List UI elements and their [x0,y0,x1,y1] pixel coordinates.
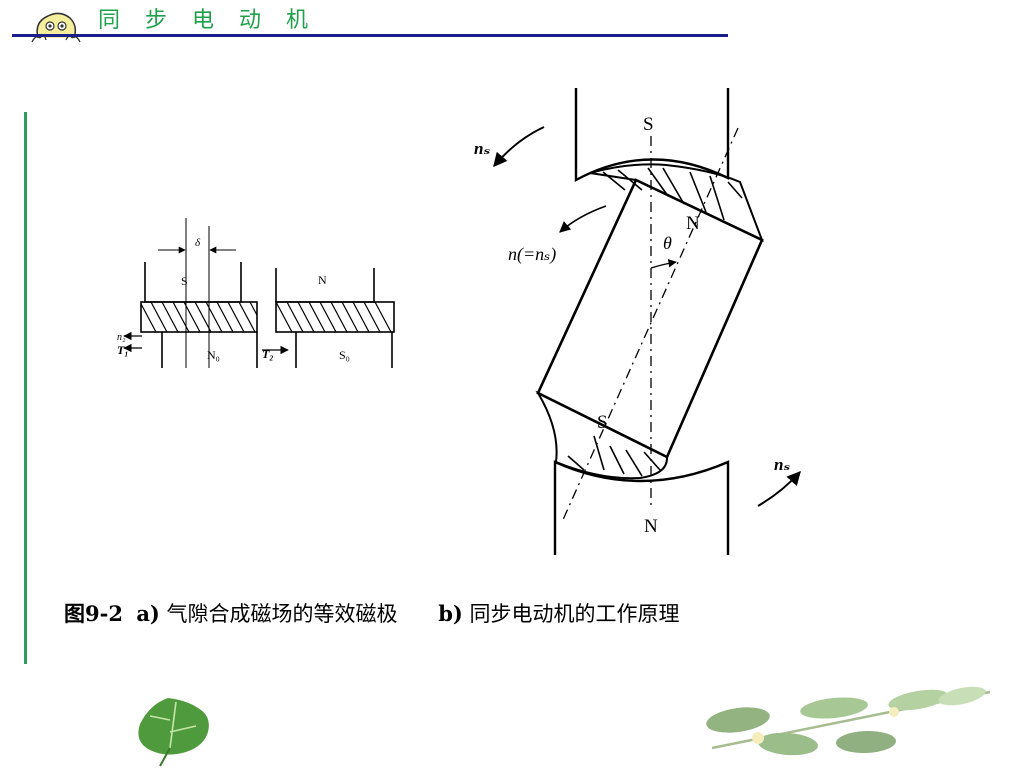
rotor [536,178,764,459]
leaf-decoration-right [706,686,991,756]
field-speed-label-top: nₛ [474,139,490,158]
caption-a-text: 气隙合成磁场的等效磁极 [166,602,398,626]
angle-label: θ [663,233,672,253]
caption-fig-no: 图9-2 [64,601,123,626]
caption-part-b: b) 同步电动机的工作原理 [438,601,680,626]
speed-label-a: n₂ [117,332,126,343]
figure-caption: 图9-2 a) 气隙合成磁场的等效磁极 b) 同步电动机的工作原理 [64,598,680,628]
rotor-block-right [295,332,393,368]
field-speed-arrow-bottom [757,470,801,507]
figure-b [535,88,764,555]
rotor-axis [561,127,739,523]
gap-label: δ [195,237,201,249]
gap-hatch-left [141,302,257,332]
rotor-speed-label: n(=nₛ) [508,244,556,265]
torque-label-1: T₁ [117,343,129,357]
rotor-block-left [161,332,258,368]
air-gap-left [140,301,258,333]
caption-b-text: 同步电动机的工作原理 [469,602,680,626]
rotor-pole-right: S₀ [339,348,350,362]
header-title: 同 步 电 动 机 [98,8,317,33]
figure-b-labels: S N N S θ n(=nₛ) nₛ nₛ [474,114,790,537]
rotor-south-label: S [597,412,608,433]
rotor-north-label: N [686,213,700,234]
figure-b-axes [493,126,801,523]
angle-arc [650,259,677,269]
figure-b-hatch [567,167,743,477]
gap-shoe-top [589,163,764,242]
mascot-icon [31,12,81,43]
caption-a-tag: a) [136,601,160,626]
rotor-speed-arrow [559,205,607,233]
figure-a [123,218,395,368]
left-accent-rule [24,112,27,664]
caption-b-tag: b) [438,601,463,626]
gap-hatch-right [276,302,392,332]
rotor-pole-left: N₀ [207,348,220,362]
field-speed-arrow-top [493,126,545,168]
air-gap-right [275,301,395,333]
header-rule [12,34,728,37]
stator-block-left [144,262,242,303]
stator-pole-left: S [181,274,188,288]
torque-label-2: T₂ [262,347,274,361]
gap-shoe-bottom [535,390,669,480]
leaf-decoration-left [138,698,209,767]
top-pole-label: S [643,114,654,135]
field-speed-label-bottom: nₛ [774,455,790,474]
bottom-pole-label: N [644,516,658,537]
figure-a-labels: δ S N N₀ S₀ n₂ T₁ T₂ [117,237,350,362]
stator-pole-right: N [318,273,327,287]
